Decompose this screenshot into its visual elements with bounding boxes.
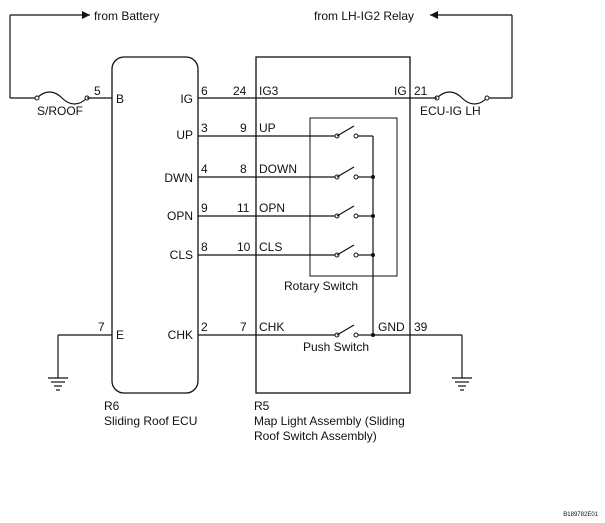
ecu-pin-b-label: B <box>116 92 124 106</box>
ml-pin-ig3-num: 24 <box>233 84 247 98</box>
battery-feed <box>9 11 112 105</box>
ecu-pin-cls-num: 8 <box>201 240 208 254</box>
map-light-name-line1: Map Light Assembly (Sliding <box>254 414 405 428</box>
map-light-box <box>255 56 411 394</box>
rotary-switch-label: Rotary Switch <box>284 279 358 293</box>
ecu-ground <box>48 334 112 391</box>
ml-pin-cls-label: CLS <box>259 240 282 254</box>
signal-wires <box>198 97 410 336</box>
ml-pin-chk-num: 7 <box>240 320 247 334</box>
ml-pin-cls-num: 10 <box>237 240 251 254</box>
push-switch <box>334 324 410 338</box>
ecu-box <box>111 56 199 394</box>
sroof-fuse-icon <box>36 91 88 105</box>
battery-source-label: from Battery <box>94 9 159 23</box>
ecu-pin-dwn-label: DWN <box>164 171 193 185</box>
ecu-pin-b-num: 5 <box>94 84 101 98</box>
ecuig-fuse-label: ECU-IG LH <box>420 104 481 118</box>
ecu-pin-up-label: UP <box>176 128 193 142</box>
battery-arrow-icon <box>82 11 90 19</box>
ml-pin-ig-num: 21 <box>414 84 428 98</box>
relay-arrow-icon <box>430 11 438 19</box>
ml-pin-up-label: UP <box>259 121 276 135</box>
relay-feed <box>410 11 513 105</box>
ecu-pin-ig-num: 6 <box>201 84 208 98</box>
ecu-code: R6 <box>104 399 120 413</box>
ml-pin-gnd-num: 39 <box>414 320 428 334</box>
ecu-pin-dwn-num: 4 <box>201 162 208 176</box>
ecu-pin-opn-num: 9 <box>201 201 208 215</box>
ml-pin-ig-label: IG <box>394 84 407 98</box>
ecu-pin-e-label: E <box>116 328 124 342</box>
rotary-switch-contacts <box>334 125 375 335</box>
ecu-pin-chk-label: CHK <box>168 328 193 342</box>
ecu-pin-opn-label: OPN <box>167 209 193 223</box>
ml-pin-opn-label: OPN <box>259 201 285 215</box>
push-switch-label: Push Switch <box>303 340 369 354</box>
map-light-name-line2: Roof Switch Assembly) <box>254 429 377 443</box>
ecu-pin-e-num: 7 <box>98 320 105 334</box>
diagram-code: B189782E01 <box>563 512 598 518</box>
ml-pin-down-num: 8 <box>240 162 247 176</box>
map-light-ground <box>410 334 472 391</box>
ml-pin-up-num: 9 <box>240 121 247 135</box>
ml-pin-gnd-label: GND <box>378 320 405 334</box>
ground-icon <box>452 377 472 391</box>
ecu-pin-chk-num: 2 <box>201 320 208 334</box>
ml-pin-chk-label: CHK <box>259 320 284 334</box>
ecu-pin-up-num: 3 <box>201 121 208 135</box>
rotary-switch-box <box>309 117 398 277</box>
ml-pin-down-label: DOWN <box>259 162 297 176</box>
ecuig-fuse-icon <box>436 91 488 105</box>
ecu-pin-ig-label: IG <box>180 92 193 106</box>
ml-pin-opn-num: 11 <box>237 201 250 215</box>
ecu-name: Sliding Roof ECU <box>104 414 197 428</box>
ecu-pin-cls-label: CLS <box>170 248 193 262</box>
sroof-fuse-label: S/ROOF <box>37 104 83 118</box>
map-light-code: R5 <box>254 399 270 413</box>
ground-icon <box>48 377 68 391</box>
relay-source-label: from LH-IG2 Relay <box>314 9 414 23</box>
ml-pin-ig3-label: IG3 <box>259 84 279 98</box>
